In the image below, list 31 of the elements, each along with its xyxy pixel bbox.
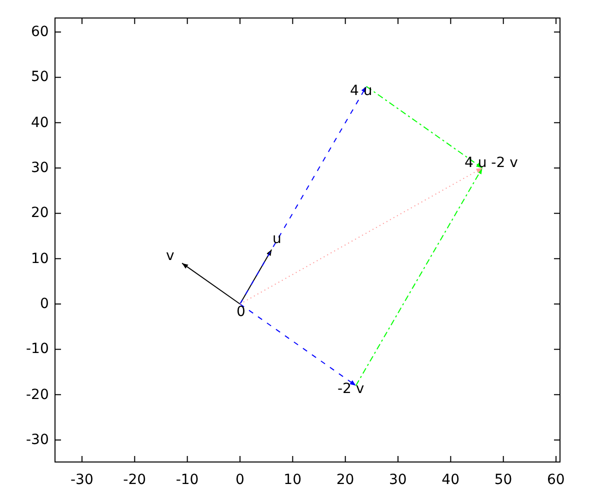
tick-label: 40 (442, 472, 460, 488)
tick-label: 0 (40, 296, 49, 312)
vector-label: -2 v (338, 381, 364, 397)
tick-label: 50 (31, 69, 49, 86)
vector-arrow (240, 168, 483, 304)
vector-arrow (355, 168, 483, 386)
vector-arrow (240, 86, 367, 304)
vector-label: 4 u -2 v (464, 155, 518, 171)
tick-label: 50 (494, 472, 512, 488)
tick-label: -30 (70, 472, 94, 488)
tick-label: 10 (284, 472, 302, 488)
tick-label: -20 (26, 386, 49, 403)
tick-label: -10 (176, 472, 199, 488)
tick-label: 40 (31, 114, 49, 131)
tick-label: 0 (236, 472, 244, 488)
tick-label: -30 (26, 432, 49, 448)
tick-label: 30 (389, 472, 407, 488)
vector-arrow (182, 262, 240, 304)
tick-label: 20 (336, 472, 354, 488)
vector-arrow (240, 304, 356, 386)
vector-label: v (166, 248, 174, 264)
tick-label: 60 (31, 24, 49, 40)
vector-arrow (366, 86, 483, 168)
tick-label: 20 (31, 205, 49, 222)
vector-label: 0 (236, 304, 246, 320)
tick-label: -20 (123, 472, 146, 488)
vector-label: u (272, 231, 282, 247)
tick-label: 10 (31, 250, 49, 267)
tick-label: -10 (26, 341, 49, 358)
tick-label: 60 (547, 472, 565, 488)
tick-label: 30 (31, 160, 49, 176)
